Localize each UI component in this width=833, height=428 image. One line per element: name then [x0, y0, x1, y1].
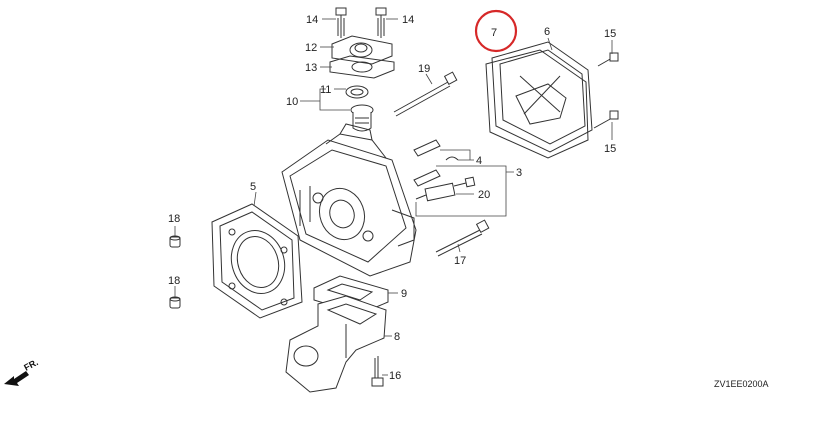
bolt-14-right	[375, 7, 387, 38]
callout-14-left: 14	[306, 14, 318, 26]
callout-20: 20	[478, 189, 490, 201]
callout-12: 12	[305, 42, 317, 54]
spark-plug-20	[415, 176, 476, 202]
direction-label: FR.	[22, 357, 39, 373]
bolt-15-top	[597, 52, 619, 67]
callout-14-right: 14	[402, 14, 414, 26]
callout-7: 7	[491, 27, 497, 39]
callout-18-top: 18	[168, 213, 180, 225]
gasket-13	[329, 55, 395, 79]
callout-13: 13	[305, 62, 317, 74]
dowel-18-bottom	[169, 296, 181, 309]
pin-4	[413, 139, 459, 187]
front-arrow-icon	[4, 371, 29, 386]
pump-10	[350, 104, 374, 132]
callout-6: 6	[544, 26, 550, 38]
callout-3: 3	[516, 167, 522, 179]
callout-15-bottom: 15	[604, 143, 616, 155]
callout-18-bottom: 18	[168, 275, 180, 287]
diagram-code: ZV1EE0200A	[714, 379, 769, 389]
callout-15-top: 15	[604, 28, 616, 40]
head-cover-6	[491, 41, 593, 153]
callout-17: 17	[454, 255, 466, 267]
leader-lines	[174, 18, 613, 376]
callout-5: 5	[250, 181, 256, 193]
direction-indicator: FR.	[4, 357, 40, 386]
highlight-circle	[474, 9, 518, 53]
bolt-15-bottom	[593, 110, 619, 129]
bolt-19	[393, 71, 458, 117]
dowel-18-top	[169, 235, 181, 248]
gasket-5	[211, 203, 303, 319]
callout-8: 8	[394, 331, 400, 343]
manifold-8	[285, 295, 387, 393]
cylinder-head	[281, 123, 417, 277]
callout-10: 10	[286, 96, 298, 108]
callout-11: 11	[320, 84, 331, 96]
bolt-16	[371, 356, 384, 387]
callout-19: 19	[418, 63, 430, 75]
bolt-17	[435, 219, 490, 257]
cover-12	[331, 35, 393, 65]
callout-4: 4	[476, 155, 482, 167]
gasket-7	[485, 49, 589, 159]
callout-9: 9	[401, 288, 407, 300]
callout-16: 16	[389, 370, 401, 382]
bolt-14-left	[335, 7, 347, 38]
oil-seal-11	[345, 85, 369, 99]
callout-labels: 14 14 12 13 11 10 19 7 6 15 15 4 3 20 5 …	[168, 14, 616, 382]
